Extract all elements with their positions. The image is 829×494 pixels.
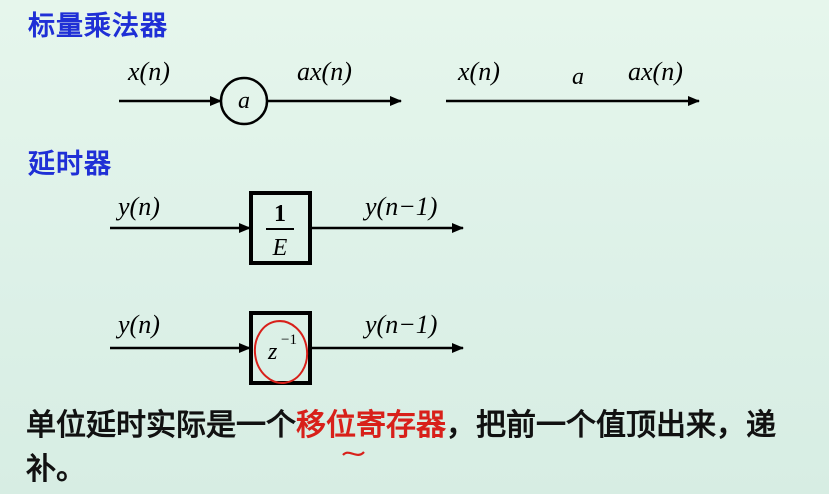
multiplier-line-diagram: x(n) a ax(n): [446, 57, 700, 106]
note-text-1: 单位延时实际是一个: [26, 408, 296, 443]
note-text-2: ，把前一个值顶出来，递补。: [26, 408, 776, 487]
delay-box-1-over-e: y(n) 1 E y(n−1): [110, 191, 464, 265]
shift-register-note: 单位延时实际是一个移位寄存器，把前一个值顶出来，递补。: [26, 404, 826, 492]
x-n-input-label: x(n): [127, 57, 170, 86]
y-n-minus-1-output-label: y(n−1): [362, 192, 437, 221]
delay-box-z-inverse: y(n) z −1 y(n−1): [110, 310, 464, 385]
numerator-one: 1: [274, 201, 286, 227]
y-n-input-label-2: y(n): [115, 310, 160, 339]
coefficient-a-label: a: [238, 88, 250, 114]
ax-n-output-label: ax(n): [297, 57, 352, 86]
denominator-e: E: [272, 235, 288, 261]
block-diagrams: x(n) a ax(n) x(n) a ax(n) y(n) 1 E y(n−1…: [110, 57, 700, 385]
x-n-input-label-2: x(n): [457, 57, 500, 86]
y-n-input-label: y(n): [115, 192, 160, 221]
exponent-minus-one: −1: [281, 332, 297, 348]
ax-n-output-label-2: ax(n): [628, 57, 683, 86]
red-annotation-circle: [253, 320, 309, 384]
scalar-multiplier-heading: 标量乘法器: [28, 11, 168, 42]
delay-unit-heading: 延时器: [28, 149, 112, 180]
shift-register-highlight: 移位寄存器: [296, 408, 446, 443]
multiplier-circle-diagram: x(n) a ax(n): [119, 57, 402, 126]
z-symbol: z: [267, 339, 278, 365]
delay-block: [249, 191, 312, 265]
coefficient-a-label-2: a: [572, 64, 584, 90]
y-n-minus-1-output-label-2: y(n−1): [362, 310, 437, 339]
